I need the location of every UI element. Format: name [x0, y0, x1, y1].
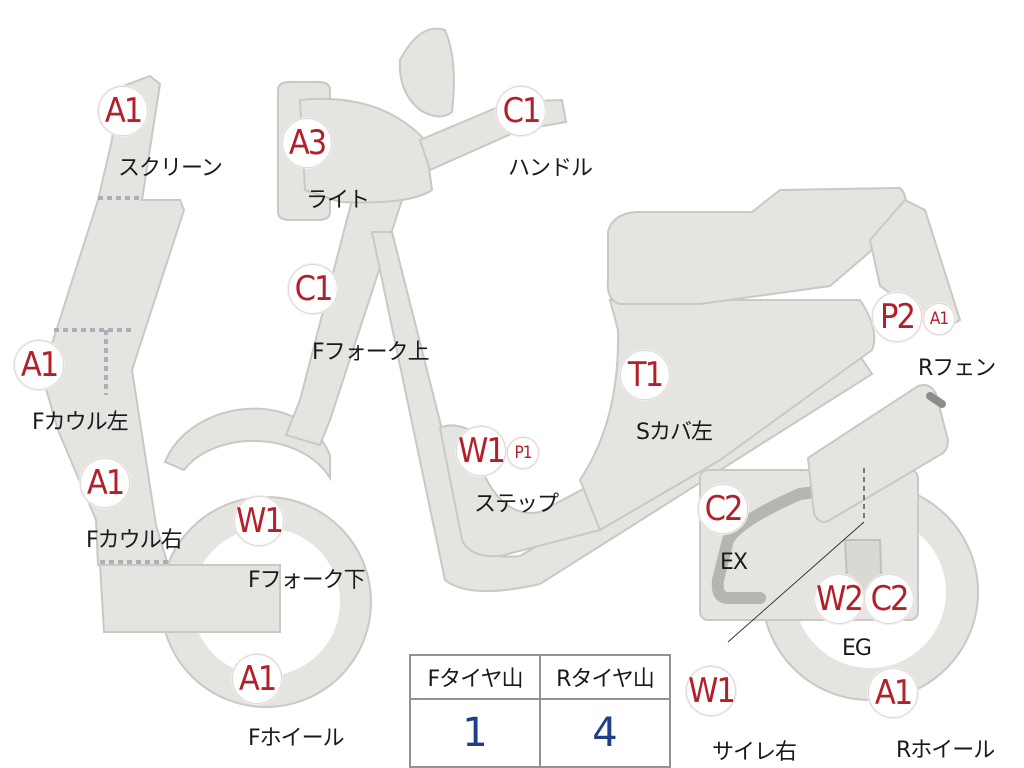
label-screen: スクリーン [118, 156, 223, 181]
header-rear-tire: Rタイヤ山 [539, 654, 671, 700]
table-value-row: 1 4 [409, 698, 671, 768]
code-badge: A1 [98, 86, 148, 136]
code-badge: C2 [698, 484, 748, 534]
label-rwheel: Rホイール [896, 738, 995, 763]
label-rfender: Rフェン [918, 356, 996, 381]
leader-lines [727, 468, 865, 643]
mirror-shape [398, 27, 455, 118]
marker-fcowl-right[interactable]: A1 [80, 458, 130, 508]
marker-engine[interactable]: W2 C2 [814, 574, 914, 624]
marker-exhaust[interactable]: C2 [698, 484, 748, 534]
code-badge: C2 [864, 574, 914, 624]
code-badge: W1 [456, 426, 506, 476]
silencer-shape [806, 384, 950, 523]
table-header-row: Fタイヤ山 Rタイヤ山 [409, 654, 671, 700]
label-engine: EG [842, 636, 872, 661]
silencer-tip [926, 392, 946, 408]
code-badge: W1 [686, 666, 736, 716]
label-scover-left: Sカバ左 [636, 420, 713, 445]
code-badge: W2 [814, 574, 864, 624]
code-badge: A3 [282, 118, 332, 168]
code-badge-small: P1 [507, 437, 539, 469]
code-badge-small: A1 [923, 303, 955, 335]
marker-screen[interactable]: A1 [98, 86, 148, 136]
section-lines [54, 196, 170, 564]
front-cowl-shape [40, 74, 186, 566]
code-badge: C1 [496, 86, 546, 136]
label-fcowl-left: Fカウル左 [32, 410, 129, 435]
label-ffork-upper: Fフォーク上 [312, 340, 430, 365]
code-badge: C1 [288, 264, 338, 314]
marker-ffork-upper[interactable]: C1 [288, 264, 338, 314]
value-rear-tire[interactable]: 4 [539, 698, 671, 768]
code-badge: A1 [868, 668, 918, 718]
label-handle: ハンドル [508, 156, 593, 181]
marker-handle[interactable]: C1 [496, 86, 546, 136]
label-exhaust: EX [720, 550, 748, 575]
code-badge: P2 [872, 292, 922, 342]
label-step: ステップ [474, 492, 559, 517]
seat-shape [606, 186, 907, 305]
label-fwheel: Fホイール [248, 726, 345, 751]
marker-fwheel[interactable]: A1 [232, 654, 282, 704]
code-badge: T1 [620, 350, 670, 400]
marker-rfender[interactable]: P2 A1 [872, 292, 955, 342]
marker-light[interactable]: A3 [282, 118, 332, 168]
marker-rwheel[interactable]: A1 [868, 668, 918, 718]
tire-tread-table: Fタイヤ山 Rタイヤ山 1 4 [409, 654, 671, 768]
label-fcowl-right: Fカウル右 [86, 528, 183, 553]
marker-ffork-lower[interactable]: W1 [234, 496, 284, 546]
label-light: ライト [306, 188, 370, 213]
marker-silencer-right[interactable]: W1 [686, 666, 736, 716]
label-ffork-lower: Fフォーク下 [248, 568, 366, 593]
step-shape [438, 424, 601, 558]
code-badge: A1 [232, 654, 282, 704]
label-silencer-right: サイレ右 [712, 740, 797, 765]
code-badge: W1 [234, 496, 284, 546]
code-badge: A1 [14, 340, 64, 390]
marker-scover-left[interactable]: T1 [620, 350, 670, 400]
front-cowl-lower-shape [98, 564, 281, 633]
value-front-tire[interactable]: 1 [409, 698, 541, 768]
exhaust-pipe-shape [711, 484, 836, 604]
header-front-tire: Fタイヤ山 [409, 654, 541, 700]
code-badge: A1 [80, 458, 130, 508]
marker-fcowl-left[interactable]: A1 [14, 340, 64, 390]
marker-step[interactable]: W1 P1 [456, 426, 539, 476]
